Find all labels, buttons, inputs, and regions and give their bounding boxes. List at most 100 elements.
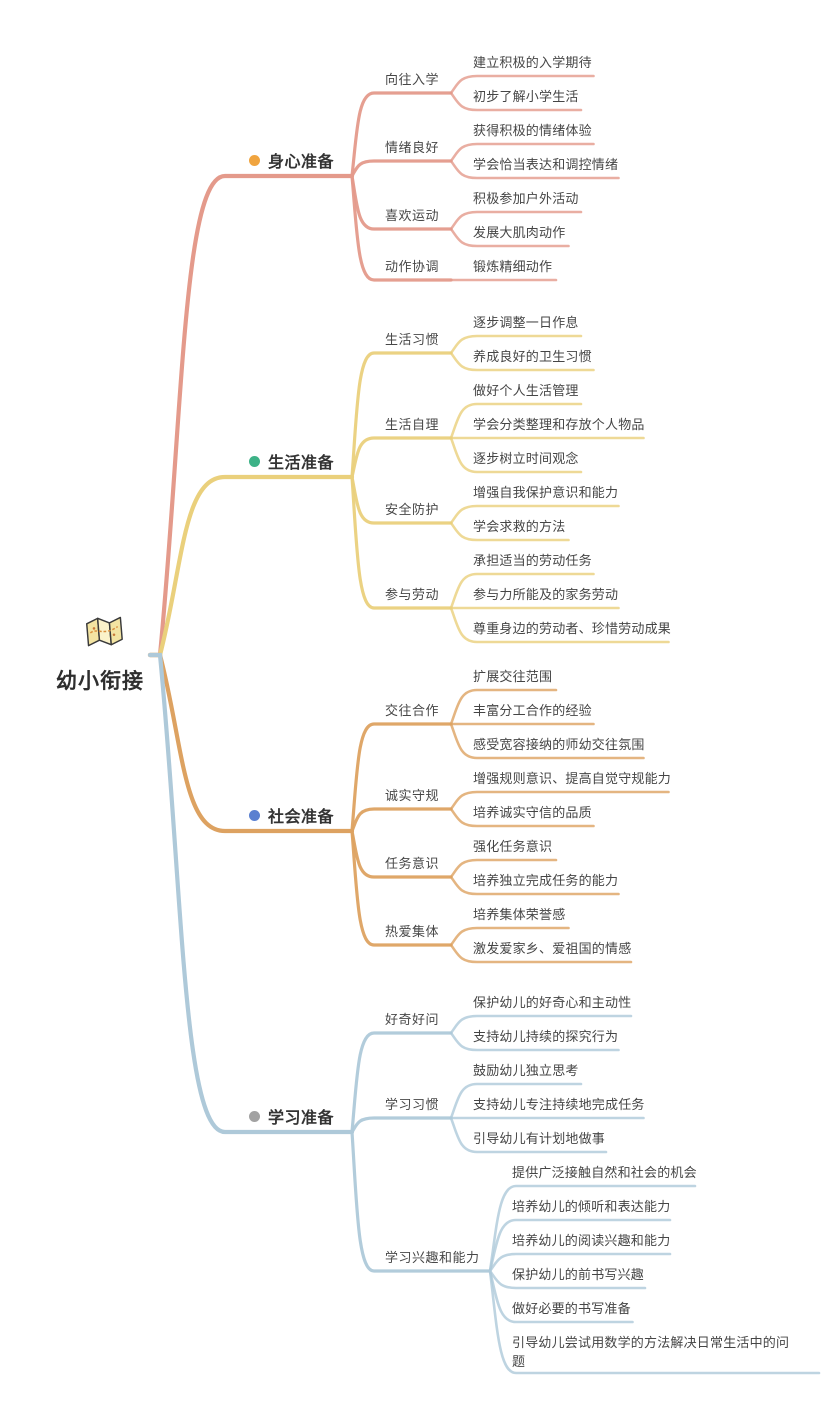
leaf-node[interactable]: 承担适当的劳动任务 [473, 553, 592, 568]
leaf-line [488, 1269, 821, 1375]
topic-line [350, 722, 453, 833]
topic-line [350, 174, 453, 282]
leaf-node[interactable]: 尊重身边的劳动者、珍惜劳动成果 [473, 621, 672, 636]
leaf-node[interactable]: 做好必要的书写准备 [512, 1301, 631, 1316]
leaf-node[interactable]: 学会求救的方法 [473, 519, 566, 534]
leaf-node[interactable]: 保护幼儿的好奇心和主动性 [473, 995, 632, 1010]
topic-line [350, 475, 453, 610]
topic-node[interactable]: 安全防护 [385, 502, 440, 517]
topic-node[interactable]: 情绪良好 [385, 140, 440, 155]
topic-line [350, 1116, 453, 1134]
topic-node[interactable]: 诚实守规 [385, 788, 440, 803]
leaf-node[interactable]: 增强自我保护意识和能力 [473, 485, 619, 500]
leaf-line [449, 91, 583, 112]
topic-line [350, 91, 453, 178]
leaf-node[interactable]: 激发爱家乡、爱祖国的情感 [473, 941, 632, 956]
leaf-line [488, 1218, 672, 1273]
topic-line [350, 807, 453, 833]
branch-line [147, 173, 355, 658]
leaf-node[interactable]: 增强规则意识、提高自觉守规能力 [473, 771, 672, 786]
leaf-node[interactable]: 提供广泛接触自然和社会的机会 [512, 1165, 697, 1180]
leaf-line [449, 1014, 633, 1035]
topic-node[interactable]: 交往合作 [385, 703, 440, 718]
leaf-line [449, 807, 595, 828]
leaf-node[interactable]: 逐步树立时间观念 [473, 451, 579, 466]
leaf-line [449, 1082, 583, 1120]
leaf-node[interactable]: 培养集体荣誉感 [473, 907, 566, 922]
branch-dot-icon [249, 154, 260, 166]
leaf-line [449, 858, 558, 879]
branch-node-1[interactable]: 生活准备 [249, 450, 334, 472]
leaf-node[interactable]: 参与力所能及的家务劳动 [473, 587, 619, 602]
leaf-line [449, 926, 570, 947]
topic-node[interactable]: 喜欢运动 [385, 208, 440, 223]
leaf-line [449, 875, 620, 896]
branch-dot-icon [249, 1110, 260, 1122]
leaf-node[interactable]: 初步了解小学生活 [473, 89, 579, 104]
leaf-line [449, 790, 670, 811]
topic-line [350, 436, 453, 479]
leaf-node[interactable]: 感受宽容接纳的师幼交往氛围 [473, 737, 645, 752]
leaf-node[interactable]: 积极参加户外活动 [473, 191, 579, 206]
leaf-node[interactable]: 培养诚实守信的品质 [473, 805, 592, 820]
topic-line [350, 1130, 492, 1273]
leaf-node[interactable]: 鼓励幼儿独立思考 [473, 1063, 579, 1078]
leaf-node[interactable]: 支持幼儿专注持续地完成任务 [473, 1097, 645, 1112]
leaf-node[interactable]: 扩展交往范围 [473, 669, 553, 684]
root-node[interactable]: 幼小衔接 [56, 614, 144, 695]
leaf-line [449, 1116, 608, 1154]
leaf-node[interactable]: 养成良好的卫生习惯 [473, 349, 592, 364]
leaf-line [449, 436, 583, 474]
leaf-node[interactable]: 学会分类整理和存放个人物品 [473, 417, 645, 432]
root-label: 幼小衔接 [56, 670, 144, 693]
leaf-line [488, 1184, 697, 1273]
leaf-node[interactable]: 学会恰当表达和调控情绪 [473, 157, 619, 172]
topic-line [350, 829, 453, 947]
leaf-node[interactable]: 保护幼儿的前书写兴趣 [512, 1267, 645, 1282]
leaf-line [449, 142, 595, 163]
leaf-node[interactable]: 培养幼儿的倾听和表达能力 [512, 1199, 671, 1214]
topic-node[interactable]: 参与劳动 [385, 587, 440, 602]
leaf-node[interactable]: 培养幼儿的阅读兴趣和能力 [512, 1233, 671, 1248]
topic-node[interactable]: 生活习惯 [385, 332, 440, 347]
branch-label: 身心准备 [268, 154, 335, 171]
leaf-node[interactable]: 逐步调整一日作息 [473, 315, 579, 330]
topic-node[interactable]: 学习兴趣和能力 [385, 1250, 480, 1265]
topic-node[interactable]: 动作协调 [385, 259, 440, 274]
branch-node-2[interactable]: 社会准备 [249, 804, 334, 826]
topic-node[interactable]: 生活自理 [385, 417, 440, 432]
topic-node[interactable]: 向往入学 [385, 72, 440, 87]
topic-node[interactable]: 好奇好问 [385, 1012, 440, 1027]
branch-line [147, 474, 355, 658]
leaf-node[interactable]: 锻炼精细动作 [473, 259, 553, 274]
leaf-node[interactable]: 支持幼儿持续的探究行为 [473, 1029, 619, 1044]
topic-node[interactable]: 热爱集体 [385, 924, 440, 939]
leaf-node[interactable]: 做好个人生活管理 [473, 383, 579, 398]
branch-node-0[interactable]: 身心准备 [249, 149, 334, 171]
branch-dot-icon [249, 455, 260, 467]
leaf-line [449, 334, 583, 355]
leaf-node[interactable]: 强化任务意识 [473, 839, 553, 854]
branch-node-3[interactable]: 学习准备 [249, 1105, 334, 1127]
leaf-node[interactable]: 培养独立完成任务的能力 [473, 873, 619, 888]
branch-line [147, 652, 355, 1135]
topic-node[interactable]: 学习习惯 [385, 1097, 440, 1112]
topic-line [350, 159, 453, 178]
leaf-line [449, 521, 570, 542]
leaf-line [449, 688, 558, 726]
leaf-line [449, 74, 595, 95]
leaf-node[interactable]: 丰富分工合作的经验 [473, 703, 592, 718]
leaf-line [488, 1252, 672, 1273]
leaf-node[interactable]: 发展大肌肉动作 [473, 225, 566, 240]
branch-label: 学习准备 [268, 1110, 335, 1127]
leaf-node[interactable]: 建立积极的入学期待 [473, 55, 592, 70]
leaf-line [449, 210, 583, 231]
leaf-line [449, 402, 583, 440]
topic-line [350, 351, 453, 479]
leaf-node[interactable]: 引导幼儿有计划地做事 [473, 1131, 606, 1146]
leaf-node[interactable]: 引导幼儿尝试用数学的方法解决日常生活中的问题 [512, 1335, 790, 1369]
leaf-node[interactable]: 获得积极的情绪体验 [473, 123, 592, 138]
topic-node[interactable]: 任务意识 [385, 856, 440, 871]
topic-line [350, 1031, 453, 1134]
